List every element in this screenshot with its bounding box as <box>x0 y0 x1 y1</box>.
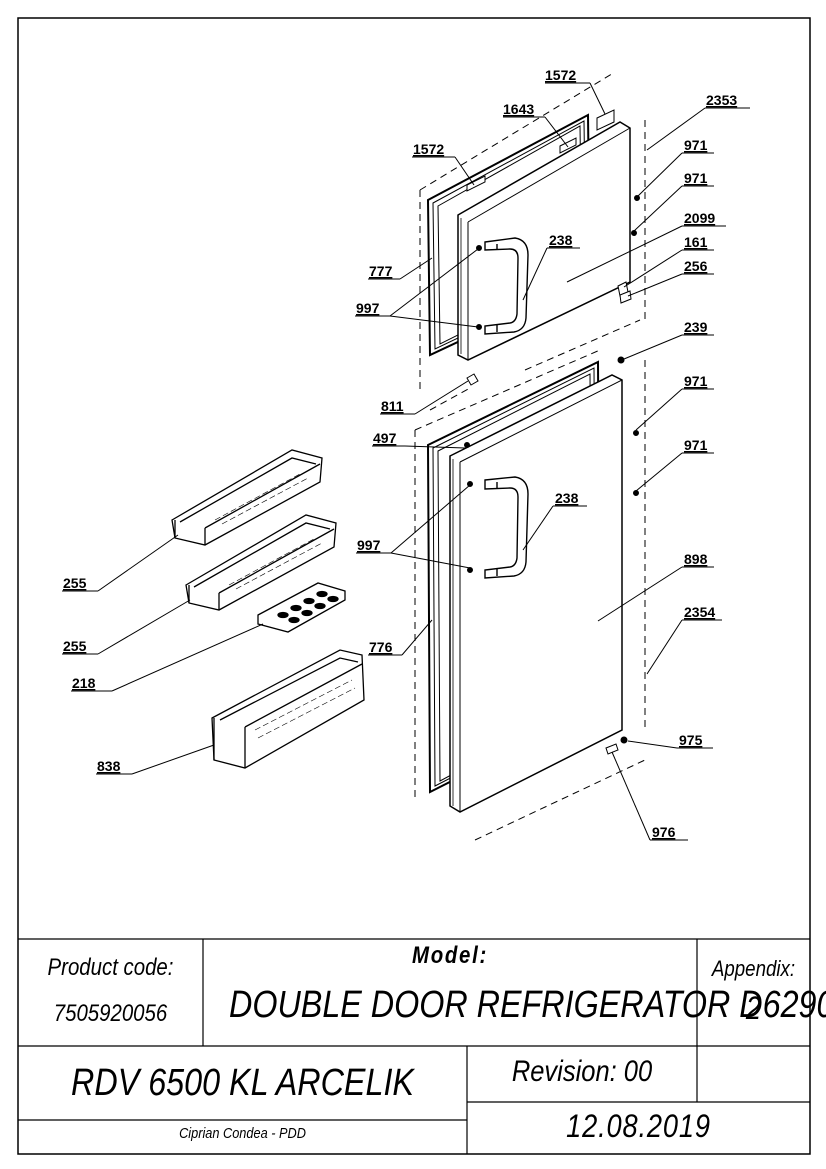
callout-971-d: 971 <box>684 437 708 453</box>
callout-898: 898 <box>684 551 708 567</box>
callout-238-top: 238 <box>549 232 573 248</box>
callout-2354: 2354 <box>684 604 715 620</box>
revision: Revision: 00 <box>511 1055 653 1088</box>
callout-838: 838 <box>97 758 121 774</box>
appendix-value: 2 <box>745 990 762 1026</box>
callout-497: 497 <box>373 430 397 446</box>
date: 12.08.2019 <box>566 1108 711 1144</box>
callout-161: 161 <box>684 234 708 250</box>
callout-971-a: 971 <box>684 137 708 153</box>
callout-238-bottom: 238 <box>555 490 579 506</box>
freezer-door <box>457 121 631 361</box>
leader-lines <box>62 82 750 841</box>
callout-239: 239 <box>684 319 708 335</box>
callout-255-lower: 255 <box>63 638 87 654</box>
fridge-door-handle <box>484 476 529 579</box>
callout-997-top: 997 <box>356 300 380 316</box>
callout-256: 256 <box>684 258 708 274</box>
author: Ciprian Condea - PDD <box>179 1125 306 1142</box>
product-code-label: Product code: <box>47 954 174 981</box>
callout-255-upper: 255 <box>63 575 87 591</box>
callout-975: 975 <box>679 732 703 748</box>
appendix-label: Appendix: <box>711 956 796 981</box>
callout-971-b: 971 <box>684 170 708 186</box>
egg-tray-218 <box>257 582 346 633</box>
callout-218: 218 <box>72 675 96 691</box>
door-shelf-255-lower <box>185 514 337 611</box>
door-shelf-255-upper <box>171 449 323 546</box>
model-label: Model: <box>412 942 488 969</box>
callout-811: 811 <box>381 398 404 414</box>
callout-1643: 1643 <box>503 101 534 117</box>
title-block-grid <box>18 938 810 1154</box>
callout-997-bottom: 997 <box>357 537 381 553</box>
callout-1572-left: 1572 <box>413 141 444 157</box>
model-name: DOUBLE DOOR REFRIGERATOR D6290 <box>229 984 826 1026</box>
callout-776: 776 <box>369 639 393 655</box>
gasket-pads <box>466 109 615 192</box>
callout-labels: 1572 1643 2353 1572 971 971 2099 238 161… <box>63 67 737 840</box>
callout-976: 976 <box>652 824 676 840</box>
drawing-frame <box>17 17 811 1155</box>
callout-971-c: 971 <box>684 373 708 389</box>
callout-777: 777 <box>369 263 393 279</box>
freezer-door-handle <box>484 237 529 335</box>
callout-2353: 2353 <box>706 92 737 108</box>
fridge-door <box>449 374 623 813</box>
bottle-shelf-838 <box>211 649 365 769</box>
callout-1572-top: 1572 <box>545 67 576 83</box>
product-name: RDV 6500 KL ARCELIK <box>71 1062 414 1104</box>
product-code-value: 7505920056 <box>53 1000 168 1027</box>
callout-2099: 2099 <box>684 210 715 226</box>
